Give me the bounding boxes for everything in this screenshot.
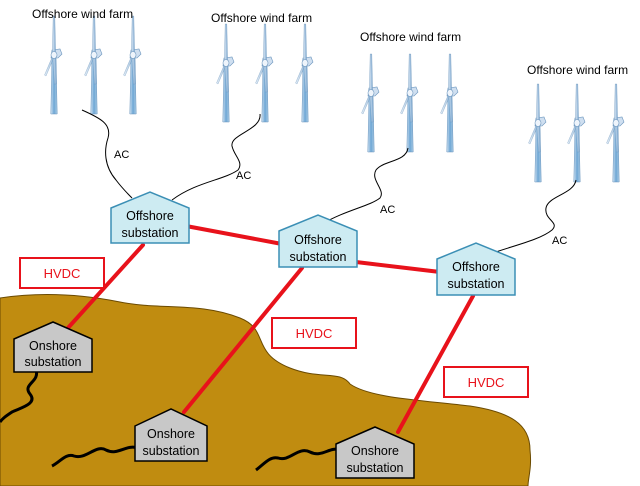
hvdc-export-cable: [182, 266, 304, 414]
hvdc-label: HVDC: [468, 375, 505, 390]
ac-cable: [81, 109, 133, 199]
ac-cable: [489, 179, 577, 255]
grid-wire: [255, 447, 341, 472]
wind-farm-3-turbines: [361, 53, 459, 153]
hvdc-export-cable: [396, 294, 475, 434]
hvdc-label-box: HVDC: [443, 366, 529, 398]
substation-label-line2: substation: [290, 250, 347, 264]
hvdc-label: HVDC: [44, 266, 81, 281]
ac-label: AC: [114, 149, 129, 161]
substation-label-line2: substation: [25, 355, 82, 369]
wind-farm-1-turbines: [44, 15, 142, 115]
wind-farm-label: Offshore wind farm: [527, 63, 628, 77]
offshore-substation: Offshore substation: [436, 242, 516, 296]
grid-wire: [0, 369, 39, 423]
substation-label-line2: substation: [347, 461, 404, 475]
ac-label: AC: [552, 235, 567, 247]
wind-farm-4-turbines: [528, 83, 625, 183]
hvdc-interconnector: [184, 224, 284, 246]
hvdc-lines: [65, 224, 475, 434]
hvdc-label-box: HVDC: [271, 317, 357, 349]
ac-label: AC: [236, 170, 251, 182]
hvdc-interconnector: [354, 260, 442, 274]
substation-label-line2: substation: [122, 226, 179, 240]
hvdc-label: HVDC: [296, 326, 333, 341]
substation-label-line1: Onshore: [147, 427, 195, 441]
substation-label-line1: Onshore: [29, 339, 77, 353]
substation-label-line2: substation: [448, 277, 505, 291]
offshore-substation: Offshore substation: [110, 191, 190, 244]
hvdc-label-box: HVDC: [19, 257, 105, 289]
ac-label: AC: [380, 204, 395, 216]
wind-farm-label: Offshore wind farm: [32, 7, 133, 21]
onshore-substation: Onshore substation: [134, 408, 208, 462]
onshore-substation: Onshore substation: [13, 321, 93, 373]
substation-label-line1: Offshore: [294, 233, 342, 247]
substation-label-line2: substation: [143, 444, 200, 458]
wind-farm-2-turbines: [216, 23, 314, 123]
substation-label-line1: Offshore: [126, 209, 174, 223]
substation-label-line1: Offshore: [452, 260, 500, 274]
onshore-substation: Onshore substation: [335, 426, 415, 479]
ac-cable: [321, 147, 409, 225]
wind-farm-label: Offshore wind farm: [360, 30, 461, 44]
substation-label-line1: Onshore: [351, 444, 399, 458]
ac-cable: [171, 113, 261, 201]
wind-farm-label: Offshore wind farm: [211, 11, 312, 25]
grid-wire: [51, 445, 139, 468]
offshore-substation: Offshore substation: [278, 214, 358, 268]
